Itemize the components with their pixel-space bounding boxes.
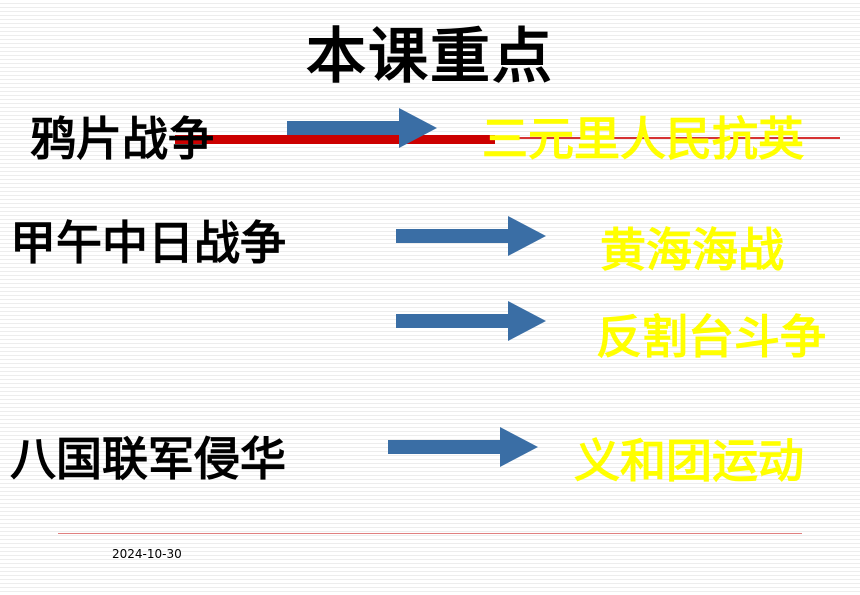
war-label-sino-japanese: 甲午中日战争 — [10, 216, 286, 270]
arrow-icon — [388, 427, 538, 467]
footer-divider — [58, 533, 802, 534]
event-label-yellow-sea: 黄海海战 — [600, 223, 784, 277]
footer-date: 2024-10-30 — [112, 547, 182, 561]
event-label-sanyuanli: 三元里人民抗英 — [482, 112, 804, 166]
highlight-underline-thin — [495, 137, 840, 139]
war-label-eight-nation: 八国联军侵华 — [10, 432, 286, 486]
arrow-icon — [287, 108, 437, 148]
highlight-underline — [175, 135, 495, 144]
arrow-icon — [396, 301, 546, 341]
event-label-boxer: 义和团运动 — [574, 434, 804, 488]
event-label-anti-cession: 反割台斗争 — [596, 310, 826, 364]
slide-title: 本课重点 — [306, 22, 554, 92]
arrow-icon — [396, 216, 546, 256]
war-label-opium: 鸦片战争 — [30, 112, 214, 166]
